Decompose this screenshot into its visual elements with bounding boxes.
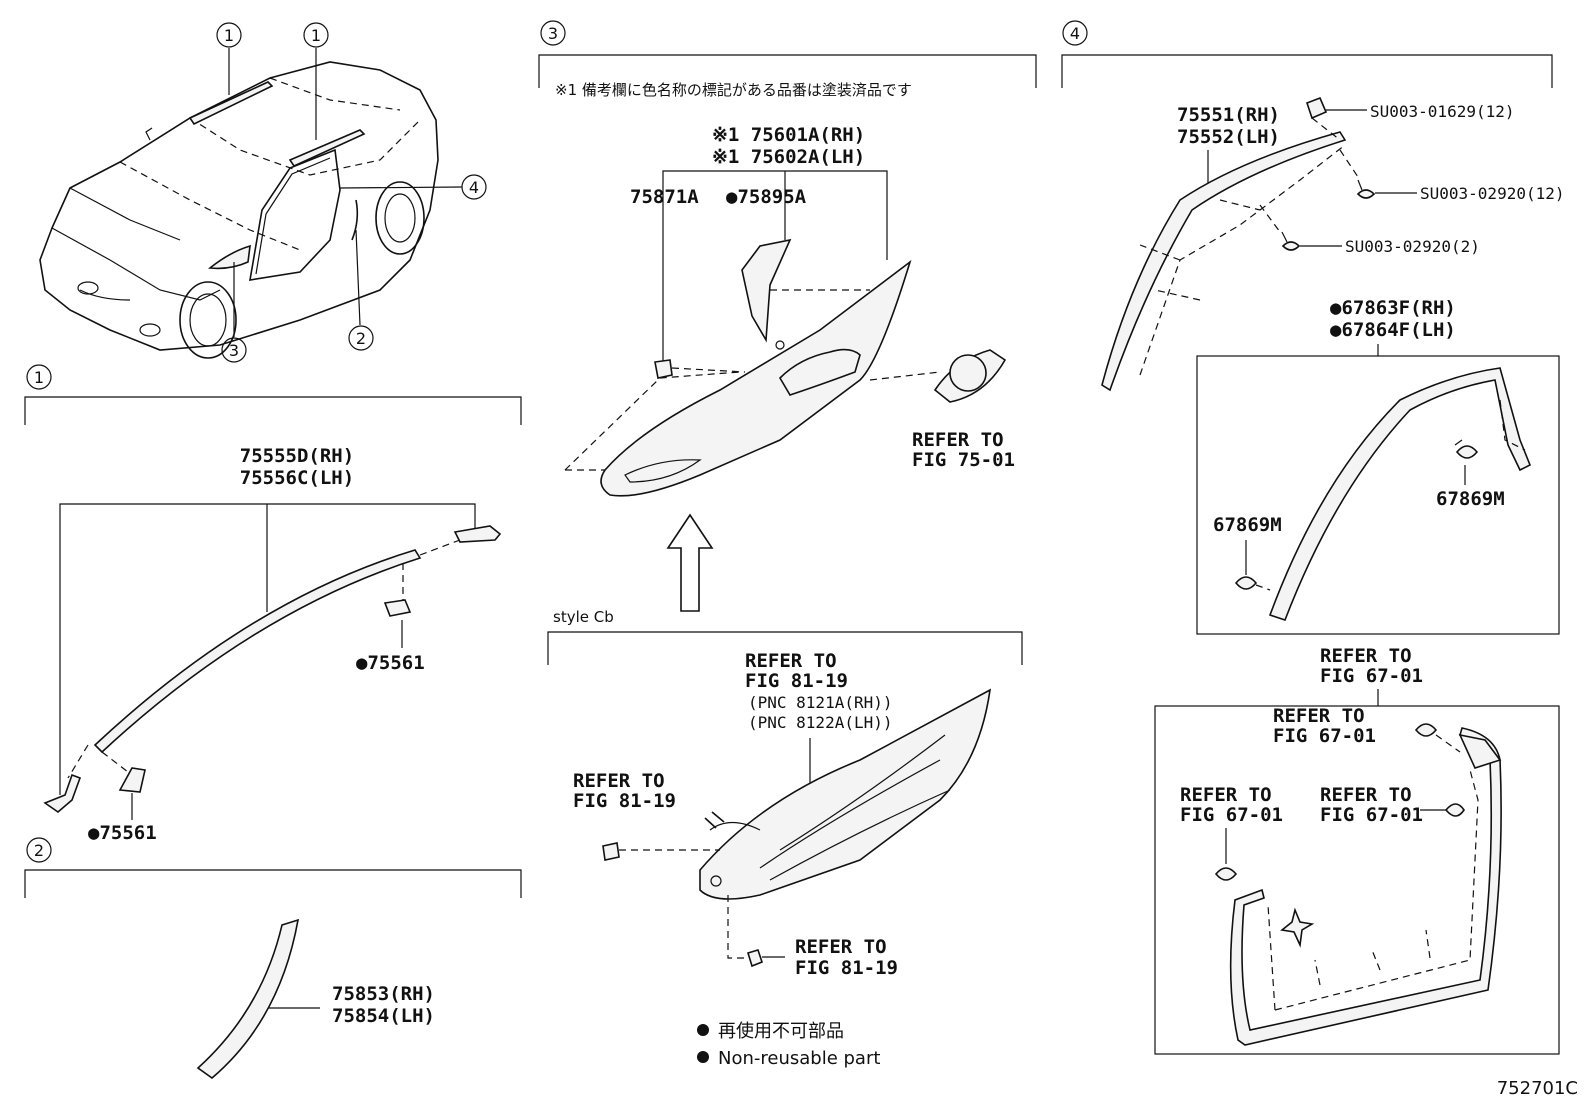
ref-screw-line1: REFER TO	[795, 936, 887, 958]
callout-1a	[216, 22, 242, 48]
fastener-su003-02920-12: SU003-02920(12)	[1420, 184, 1565, 203]
ref-emblem-line2: FIG 75-01	[912, 449, 1015, 471]
fastener-su003-01629: SU003-01629(12)	[1370, 102, 1515, 121]
legend-en: Non-reusable part	[718, 1048, 880, 1069]
clip-67869M-right: 67869M	[1436, 488, 1505, 510]
clip-75561-upper: ●75561	[356, 652, 425, 674]
legend-dot-jp	[697, 1024, 709, 1036]
section-4-weatherstrip: 4 75551(RH) 75552(LH) SU003-01629(12) SU…	[1061, 20, 1565, 1055]
callout-3-label: 3	[229, 341, 239, 360]
part-75853-rh: 75853(RH)	[332, 983, 435, 1005]
paint-note: ※1 備考欄に色名称の標記がある品番は塗装済品です	[555, 81, 912, 99]
callout-1a-label: 1	[224, 26, 234, 45]
ref-c-line1: REFER TO	[1180, 784, 1272, 806]
callout-2-label: 2	[356, 329, 366, 348]
section-1-roof-molding: 1 75555D(RH) 75556C(LH) ●75561 ●75561	[24, 364, 522, 844]
up-arrow	[666, 513, 714, 612]
style-label: style Cb	[553, 608, 614, 626]
ref-a-line1: REFER TO	[1320, 645, 1412, 667]
part-75552-lh: 75552(LH)	[1177, 126, 1280, 148]
ref-lamp-line2: FIG 81-19	[745, 670, 848, 692]
ref-clip-line1: REFER TO	[573, 770, 665, 792]
callout-1b	[303, 22, 329, 48]
part-67863F-rh: ●67863F(RH)	[1330, 297, 1456, 319]
part-75556C-lh: 75556C(LH)	[240, 467, 354, 489]
ref-lamp-line3: (PNC 8121A(RH))	[748, 693, 893, 712]
legend-dot-en	[697, 1051, 709, 1063]
part-75602A-lh: ※1 75602A(LH)	[712, 146, 865, 168]
ref-d-line2: FIG 67-01	[1320, 804, 1423, 826]
ref-lamp-line1: REFER TO	[745, 650, 837, 672]
section-4-number: 4	[1070, 24, 1080, 43]
part-75601A-rh: ※1 75601A(RH)	[712, 124, 865, 146]
figure-id: 752701C	[1497, 1078, 1578, 1099]
part-67864F-lh: ●67864F(LH)	[1330, 319, 1456, 341]
legend: 再使用不可部品 Non-reusable part	[697, 1021, 880, 1069]
section-3-number: 3	[548, 24, 558, 43]
fastener-su003-02920-2: SU003-02920(2)	[1345, 237, 1480, 256]
callout-1b-label: 1	[311, 26, 321, 45]
callout-3	[221, 337, 247, 363]
part-75551-rh: 75551(RH)	[1177, 104, 1280, 126]
ref-lamp-line4: (PNC 8122A(LH))	[748, 713, 893, 732]
part-75854-lh: 75854(LH)	[332, 1005, 435, 1027]
ref-emblem-line1: REFER TO	[912, 429, 1004, 451]
callout-4	[461, 174, 487, 200]
section-1-number: 1	[34, 368, 44, 387]
section-3-side-garnish: 3 ※1 備考欄に色名称の標記がある品番は塗装済品です ※1 75601A(RH…	[538, 20, 1037, 979]
car-overview: 1 1 4 3 2	[39, 22, 487, 363]
section-2-number: 2	[34, 841, 44, 860]
section-2-quarter-molding: 2 75853(RH) 75854(LH)	[24, 837, 522, 1080]
ref-a-line2: FIG 67-01	[1320, 665, 1423, 687]
callout-2	[348, 325, 374, 351]
ref-b-line2: FIG 67-01	[1273, 725, 1376, 747]
ref-d-line1: REFER TO	[1320, 784, 1412, 806]
ref-clip-line2: FIG 81-19	[573, 790, 676, 812]
legend-jp: 再使用不可部品	[718, 1021, 844, 1042]
part-75895A: ●75895A	[726, 186, 807, 208]
ref-c-line2: FIG 67-01	[1180, 804, 1283, 826]
part-75871A: 75871A	[630, 186, 699, 208]
part-75555D-rh: 75555D(RH)	[240, 445, 354, 467]
clip-75561-lower: ●75561	[88, 822, 157, 844]
ref-screw-line2: FIG 81-19	[795, 957, 898, 979]
callout-4-label: 4	[469, 178, 479, 197]
weatherstrip-box	[1196, 355, 1560, 635]
door-weatherstrip-box	[1154, 705, 1560, 1055]
clip-67869M-left: 67869M	[1213, 514, 1282, 536]
ref-b-line1: REFER TO	[1273, 705, 1365, 727]
